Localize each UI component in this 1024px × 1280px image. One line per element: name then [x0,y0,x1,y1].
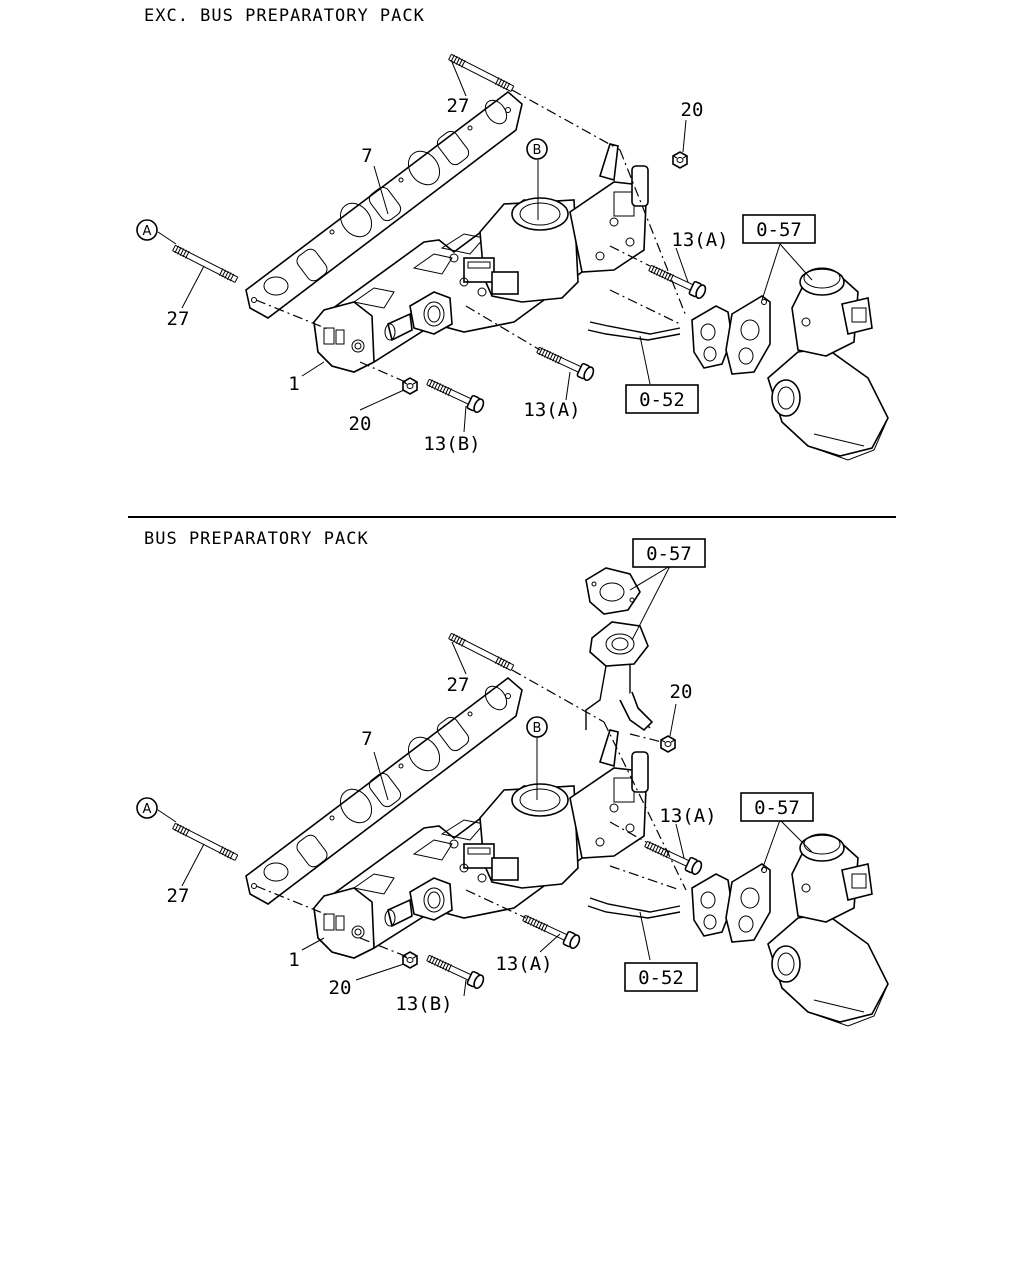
label-7: 7 [361,145,372,167]
ref-a: A [143,802,152,817]
stud-27-top [447,631,515,672]
label-20-bottom: 20 [349,413,372,435]
label-13a-right: 13(A) [659,805,716,827]
label-13a-bottom: 13(A) [523,399,580,421]
label-27-left: 27 [167,885,190,907]
bolt-13b [424,374,487,415]
intake-manifold [313,729,649,959]
nut-20-bottom [402,951,418,969]
egr-gaskets [691,863,771,943]
section-exc-bus-pack: EXC. BUS PREPARATORY PACK [136,6,889,461]
label-20-top: 20 [681,99,704,121]
label-13a-right: 13(A) [671,229,728,251]
egr-gaskets [691,295,771,375]
egr-pipe-assembly [585,567,653,731]
ref-b: B [533,143,542,158]
label-13b: 13(B) [395,993,452,1015]
ref-b: B [533,721,542,736]
bolt-13b [424,950,487,991]
label-27-top: 27 [447,95,470,117]
section-caption: EXC. BUS PREPARATORY PACK [144,6,425,26]
label-1: 1 [288,373,299,395]
stud-27-left [171,243,239,284]
stud-27-top [447,52,515,93]
bolt-13a-right [642,836,705,877]
label-20-top: 20 [670,681,693,703]
ref-box-0-52: 0-52 [639,389,685,411]
egr-valve [767,833,889,1027]
nut-20-top [672,151,688,169]
intake-manifold [313,143,649,373]
label-20-bottom: 20 [329,977,352,999]
label-13b: 13(B) [423,433,480,455]
section-bus-pack: BUS PREPARATORY PACK [136,529,889,1027]
label-27-top: 27 [447,674,470,696]
nut-20-bottom [402,377,418,395]
ref-box-0-57: 0-57 [754,797,800,819]
bolt-13a-bottom [520,910,583,951]
label-27-left: 27 [167,308,190,330]
ref-a: A [143,224,152,239]
egr-valve [767,267,889,461]
ref-box-0-52: 0-52 [638,967,684,989]
ref-box-0-57: 0-57 [756,219,802,241]
ref-box-0-57-top: 0-57 [646,543,692,565]
stud-27-left [171,821,239,862]
bolt-13a-bottom [534,342,597,383]
section-caption: BUS PREPARATORY PACK [144,529,369,549]
label-13a-bottom: 13(A) [495,953,552,975]
nut-20-top [660,735,676,753]
label-7: 7 [361,728,372,750]
label-1: 1 [288,949,299,971]
